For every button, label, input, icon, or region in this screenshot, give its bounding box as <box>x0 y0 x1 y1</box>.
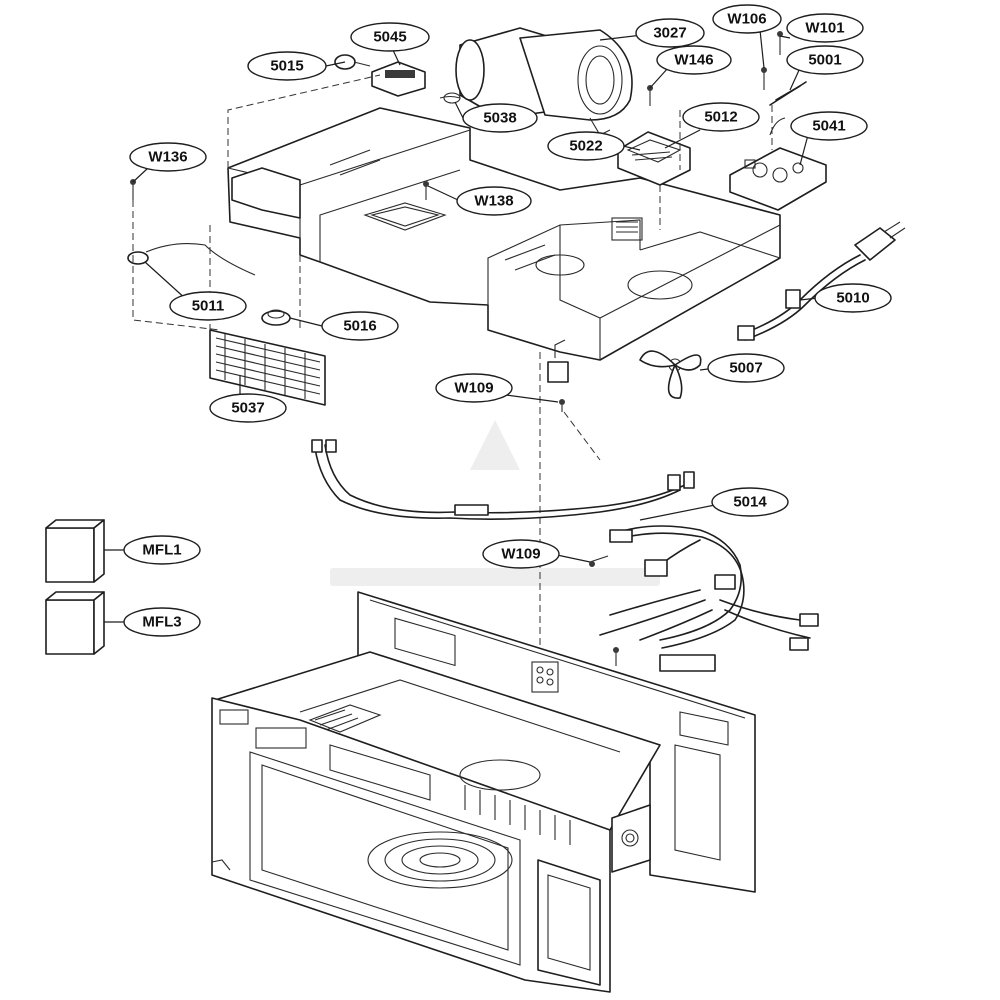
svg-text:W106: W106 <box>727 11 766 28</box>
callout-w106: W106 <box>712 4 782 34</box>
callout-5010: 5010 <box>814 283 892 313</box>
svg-text:W136: W136 <box>148 149 187 166</box>
svg-text:MFL1: MFL1 <box>142 542 181 559</box>
manual-box-mfl1 <box>45 519 105 583</box>
callouts: 5015 5045 3027 W106 W101 W146 50 <box>104 4 892 637</box>
callout-w136: W136 <box>129 142 207 172</box>
connector-block <box>547 339 569 412</box>
callout-5045: 5045 <box>350 22 430 52</box>
callout-5007: 5007 <box>707 353 785 383</box>
watermark-logo <box>330 420 660 586</box>
thermal-cutout <box>127 243 256 276</box>
callout-mfl3: MFL3 <box>123 607 201 637</box>
control-board <box>729 117 827 211</box>
svg-text:W101: W101 <box>805 20 844 37</box>
svg-text:5041: 5041 <box>812 118 845 135</box>
svg-text:5037: 5037 <box>231 400 264 417</box>
explode-lines <box>132 74 773 960</box>
svg-text:W109: W109 <box>454 380 493 397</box>
svg-text:W146: W146 <box>674 52 713 69</box>
svg-text:W109: W109 <box>501 546 540 563</box>
callout-5038: 5038 <box>462 103 538 133</box>
svg-text:MFL3: MFL3 <box>142 614 181 631</box>
svg-text:5010: 5010 <box>836 290 869 307</box>
svg-text:5007: 5007 <box>729 360 762 377</box>
svg-text:5001: 5001 <box>808 52 841 69</box>
callout-3027: 3027 <box>635 18 705 48</box>
blower-motor <box>455 27 633 136</box>
base-plate-assembly <box>227 107 781 361</box>
callout-w109-lower: W109 <box>482 539 560 569</box>
grease-filter <box>209 329 326 406</box>
svg-text:5016: 5016 <box>343 318 376 335</box>
svg-text:5022: 5022 <box>569 138 602 155</box>
callout-5037: 5037 <box>209 393 287 423</box>
callout-5016: 5016 <box>321 311 399 341</box>
svg-text:3027: 3027 <box>653 25 686 42</box>
callout-5012: 5012 <box>682 102 760 132</box>
svg-text:5014: 5014 <box>733 494 767 511</box>
fan-blade <box>639 350 702 399</box>
wire-harness <box>311 439 819 672</box>
svg-text:5045: 5045 <box>373 29 406 46</box>
svg-text:5011: 5011 <box>192 298 225 315</box>
oven-cavity <box>211 591 756 993</box>
callout-mfl1: MFL1 <box>123 535 201 565</box>
callout-5022: 5022 <box>547 131 625 161</box>
callout-w109-upper: W109 <box>435 373 513 403</box>
callout-5001: 5001 <box>786 45 864 75</box>
svg-text:W138: W138 <box>474 193 513 210</box>
callout-5014: 5014 <box>711 487 789 517</box>
callout-w146: W146 <box>656 45 732 75</box>
svg-text:5012: 5012 <box>704 109 737 126</box>
thermostat <box>261 309 291 326</box>
svg-text:5015: 5015 <box>270 58 303 75</box>
callout-5011: 5011 <box>169 291 247 321</box>
callout-w138: W138 <box>456 186 532 216</box>
damper-assembly <box>617 131 691 186</box>
callout-5041: 5041 <box>790 111 868 141</box>
svg-text:5038: 5038 <box>483 110 516 127</box>
callout-w101: W101 <box>786 13 864 43</box>
callout-5015: 5015 <box>247 51 327 81</box>
manual-box-mfl3 <box>45 591 105 655</box>
lamp-assembly <box>334 54 461 104</box>
